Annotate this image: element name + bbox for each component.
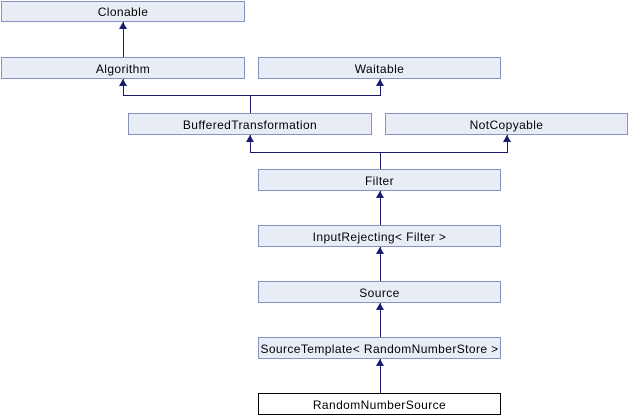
class-node-label: RandomNumberSource: [312, 397, 447, 412]
class-node-filter[interactable]: Filter: [258, 169, 501, 191]
inheritance-arrowhead: [119, 22, 127, 29]
inheritance-arrowhead: [376, 359, 384, 366]
inheritance-edge-line: [507, 135, 508, 152]
inheritance-edge-line: [380, 247, 381, 281]
inheritance-edge-line: [380, 152, 381, 169]
inheritance-edge-line: [250, 152, 508, 153]
inheritance-arrowhead: [376, 79, 384, 86]
class-node-inputrejecting[interactable]: InputRejecting< Filter >: [258, 225, 501, 247]
class-node-sourcetemplate[interactable]: SourceTemplate< RandomNumberStore >: [258, 337, 501, 359]
class-node-clonable[interactable]: Clonable: [1, 1, 245, 22]
inheritance-arrowhead: [376, 303, 384, 310]
inheritance-edge-line: [250, 95, 251, 113]
class-node-randomnumbersource: RandomNumberSource: [258, 393, 501, 415]
class-node-label: SourceTemplate< RandomNumberStore >: [260, 341, 499, 356]
inheritance-edge-line: [380, 359, 381, 393]
class-node-label: BufferedTransformation: [182, 117, 318, 132]
inheritance-edge-line: [380, 79, 381, 95]
inheritance-edge-line: [380, 303, 381, 337]
inheritance-edge-line: [250, 135, 251, 152]
class-node-label: Algorithm: [95, 61, 151, 76]
class-node-label: Waitable: [354, 61, 405, 76]
inheritance-arrowhead: [376, 247, 384, 254]
class-node-waitable[interactable]: Waitable: [258, 57, 501, 79]
inheritance-arrowhead: [376, 191, 384, 198]
class-node-label: Clonable: [97, 5, 149, 19]
class-node-notcopyable[interactable]: NotCopyable: [385, 113, 628, 135]
class-node-source[interactable]: Source: [258, 281, 501, 303]
class-node-algorithm[interactable]: Algorithm: [1, 57, 245, 79]
inheritance-edge-line: [123, 95, 381, 96]
class-node-bufferedtransformation[interactable]: BufferedTransformation: [128, 113, 372, 135]
inheritance-edge-line: [123, 22, 124, 57]
inheritance-arrowhead: [503, 135, 511, 142]
inheritance-arrowhead: [246, 135, 254, 142]
inheritance-edge-line: [123, 79, 124, 95]
inheritance-arrowhead: [119, 79, 127, 86]
inheritance-edge-line: [380, 191, 381, 225]
class-node-label: Source: [359, 285, 400, 300]
class-node-label: InputRejecting< Filter >: [312, 229, 447, 244]
class-node-label: NotCopyable: [469, 117, 544, 132]
class-node-label: Filter: [364, 173, 395, 188]
